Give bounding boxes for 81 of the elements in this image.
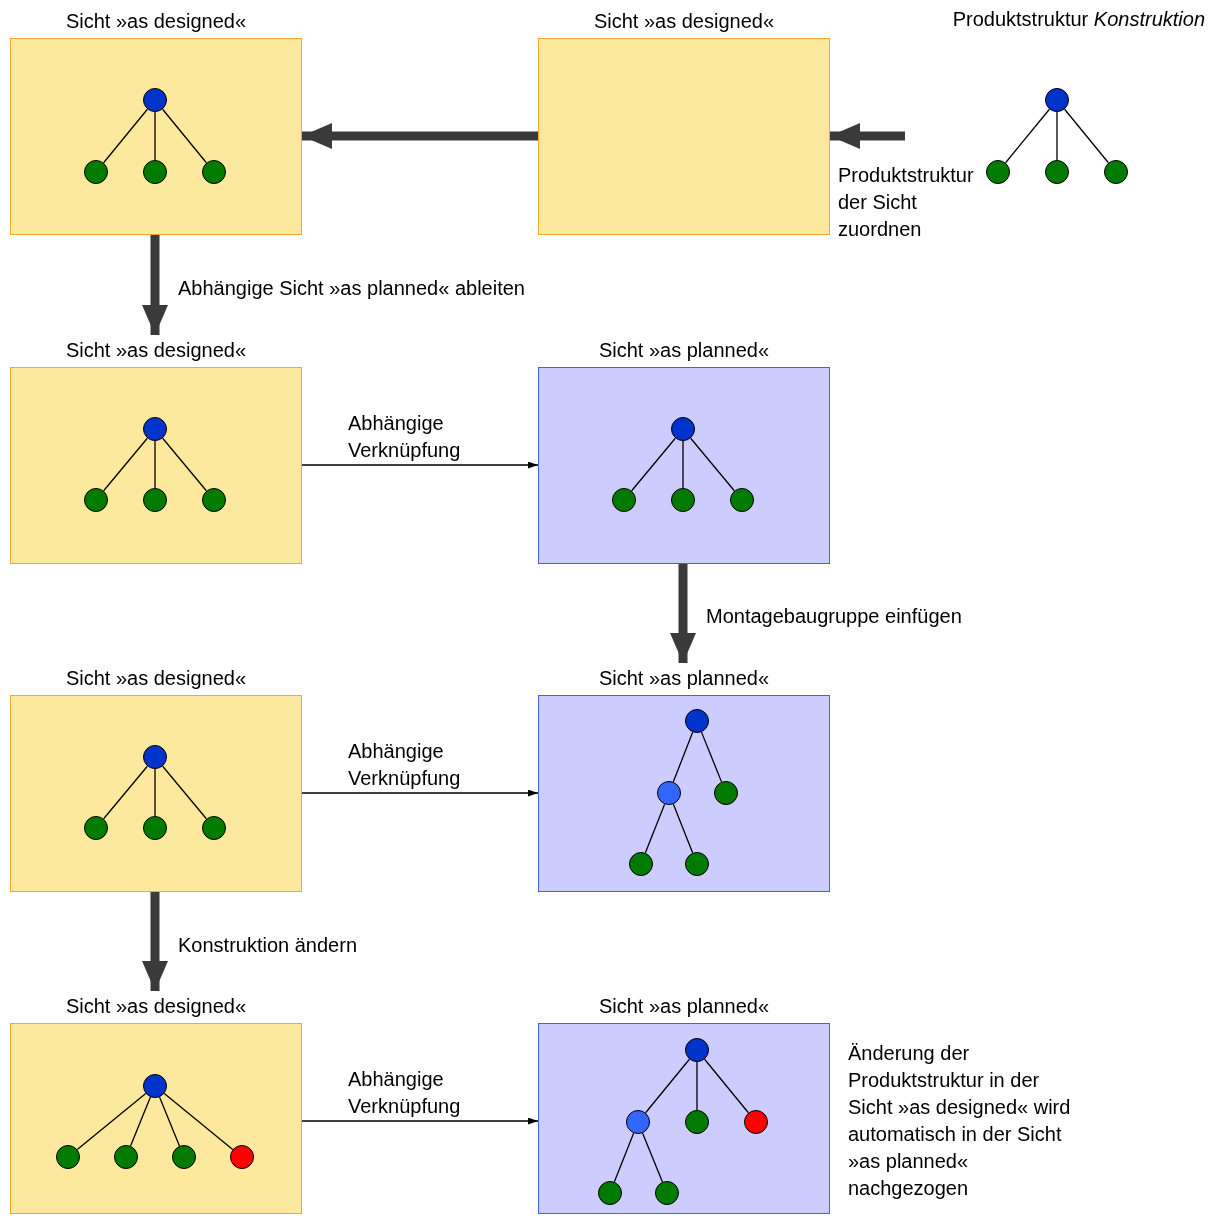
tree-node [202,488,226,512]
tree-node [56,1145,80,1169]
tree-node [612,488,636,512]
tree-node [986,160,1010,184]
tree-node [84,488,108,512]
tree-node [598,1181,622,1205]
tree-node [172,1145,196,1169]
tree-line [1063,108,1110,164]
view-title: Sicht »as planned« [597,666,771,691]
tree-node [744,1110,768,1134]
tree-line [682,440,684,489]
tree-node [1045,88,1069,112]
arrow [302,123,538,149]
tree-line [103,437,148,492]
tree-node [202,160,226,184]
tree-line [672,731,694,783]
view-title: Sicht »as designed« [592,9,776,34]
tree-node [685,1110,709,1134]
arrow [301,789,539,797]
tree-line [631,437,676,492]
tree-line [690,437,735,492]
tree-node [1045,160,1069,184]
tree-line [154,768,156,817]
view-title: Sicht »as designed« [64,338,248,363]
tree-node [685,1038,709,1062]
arrow [142,892,168,991]
tree-node [1104,160,1128,184]
tree-line [154,111,156,161]
tree-node [143,417,167,441]
tree-line [158,1096,181,1147]
tree-node [143,816,167,840]
tree-line [703,1058,750,1114]
tree-node [671,488,695,512]
tree-line [696,1061,698,1111]
tree-line [644,1058,691,1114]
tree-line [162,437,207,492]
tree-node [143,88,167,112]
tree-node [714,781,738,805]
tree-line [672,803,694,854]
arrow [301,1117,539,1125]
tree-node [143,1074,167,1098]
tree-line [129,1096,152,1147]
tree-node [84,816,108,840]
tree-node [626,1110,650,1134]
tree-line [641,1132,664,1183]
tree-line [613,1132,635,1183]
view-title: Sicht »as planned« [597,994,771,1019]
tree-line [1004,108,1051,164]
tree-line [1056,111,1058,161]
tree-node [230,1145,254,1169]
tree-line [162,765,207,820]
arrow [830,123,905,149]
tree-title: Produktstruktur Konstruktion [951,7,1205,32]
tree-node [143,745,167,769]
arrow [142,235,168,335]
arrow [670,564,696,663]
tree-node [84,160,108,184]
tree-node [685,709,709,733]
tree-node [657,781,681,805]
tree-node [114,1145,138,1169]
tree-line [154,440,156,489]
view-title: Sicht »as designed« [64,994,248,1019]
arrow [301,461,539,469]
tree-line [76,1092,147,1151]
tree-line [103,765,148,820]
tree-node [671,417,695,441]
tree-node [730,488,754,512]
tree-node [655,1181,679,1205]
tree-line [102,108,149,164]
tree-line [644,803,666,854]
view-title: Sicht »as designed« [64,666,248,691]
tree-line [161,108,208,164]
tree-node [629,852,653,876]
tree-node [143,488,167,512]
tree-node [685,852,709,876]
tree-line [700,731,723,783]
view-title: Sicht »as designed« [64,9,248,34]
tree-line [163,1092,234,1151]
tree-node [202,816,226,840]
view-title: Sicht »as planned« [597,338,771,363]
tree-node [143,160,167,184]
